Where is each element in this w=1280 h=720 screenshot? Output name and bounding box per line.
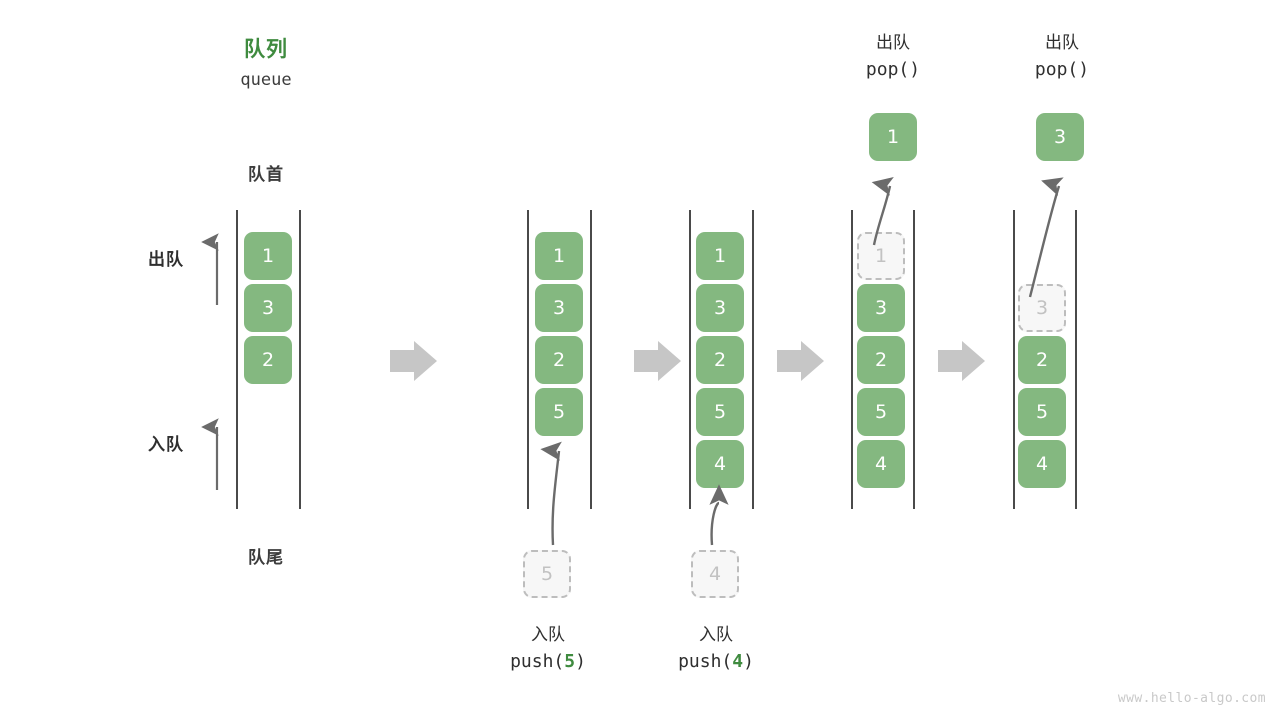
queue-rail-left — [851, 210, 853, 509]
push-caption-cn: 入队 — [699, 625, 733, 645]
queue-cell: 5 — [535, 388, 583, 436]
queue-cell: 2 — [535, 336, 583, 384]
queue-cell: 5 — [1018, 388, 1066, 436]
push-caption-code: push(5) — [448, 648, 648, 676]
pop-caption-code: pop() — [793, 56, 993, 84]
push-arrow-5 — [540, 441, 562, 546]
queue-title-en: queue — [240, 70, 292, 90]
queue-cell: 3 — [535, 284, 583, 332]
step-arrow-2 — [634, 341, 681, 381]
push-code-value: 4 — [732, 651, 744, 673]
push-caption-4: 入队 push(4) — [616, 622, 816, 676]
queue-cell: 3 — [244, 284, 292, 332]
pop-code-post: ) — [1078, 59, 1090, 81]
pop-caption-cn: 出队 — [876, 33, 910, 53]
step-arrow-4 — [938, 341, 985, 381]
queue-cell-pending: 4 — [691, 550, 739, 598]
pop-code-post: ) — [909, 59, 921, 81]
queue-rail-left — [1013, 210, 1015, 509]
queue-cell: 5 — [696, 388, 744, 436]
queue-cell: 1 — [535, 232, 583, 280]
enqueue-side-label: 入队 — [148, 435, 184, 455]
queue-rail-left — [689, 210, 691, 509]
push-code-post: ) — [575, 651, 586, 673]
queue-rail-right — [1075, 210, 1077, 509]
push-caption-code: push(4) — [616, 648, 816, 676]
queue-cell-pending: 5 — [523, 550, 571, 598]
queue-cell-removed: 3 — [1018, 284, 1066, 332]
queue-rail-left — [236, 210, 238, 509]
pop-code-pre: pop( — [865, 59, 910, 81]
push-code-post: ) — [743, 651, 754, 673]
queue-rail-right — [299, 210, 301, 509]
pop-arrow-3 — [1028, 177, 1064, 298]
queue-cell: 4 — [857, 440, 905, 488]
queue-cell: 4 — [1018, 440, 1066, 488]
queue-cell-removed: 1 — [857, 232, 905, 280]
popped-cell: 3 — [1036, 113, 1084, 161]
queue-cell: 1 — [244, 232, 292, 280]
pop-code-pre: pop( — [1034, 59, 1079, 81]
queue-rail-left — [527, 210, 529, 509]
pop-caption-3: 出队 pop() — [962, 30, 1162, 84]
queue-cell: 5 — [857, 388, 905, 436]
queue-cell: 2 — [696, 336, 744, 384]
push-code-value: 5 — [564, 651, 576, 673]
push-code-pre: push( — [678, 651, 733, 673]
queue-rail-right — [590, 210, 592, 509]
queue-cell: 2 — [1018, 336, 1066, 384]
queue-rail-right — [913, 210, 915, 509]
popped-cell: 1 — [869, 113, 917, 161]
queue-rail-right — [752, 210, 754, 509]
queue-title-cn: 队列 — [244, 37, 288, 61]
watermark: www.hello-algo.com — [1117, 691, 1266, 706]
dequeue-side-label: 出队 — [148, 250, 184, 270]
queue-cell: 2 — [857, 336, 905, 384]
rear-label: 队尾 — [248, 548, 284, 568]
queue-cell: 2 — [244, 336, 292, 384]
push-caption-cn: 入队 — [531, 625, 565, 645]
push-caption-5: 入队 push(5) — [448, 622, 648, 676]
front-label: 队首 — [248, 165, 284, 185]
queue-cell: 1 — [696, 232, 744, 280]
pop-caption-code: pop() — [962, 56, 1162, 84]
push-code-pre: push( — [510, 651, 565, 673]
queue-cell: 3 — [696, 284, 744, 332]
queue-cell: 3 — [857, 284, 905, 332]
step-arrow-3 — [777, 341, 824, 381]
pop-caption-cn: 出队 — [1045, 33, 1079, 53]
pop-caption-1: 出队 pop() — [793, 30, 993, 84]
queue-cell: 4 — [696, 440, 744, 488]
push-arrow-4 — [709, 484, 729, 546]
step-arrow-1 — [390, 341, 437, 381]
